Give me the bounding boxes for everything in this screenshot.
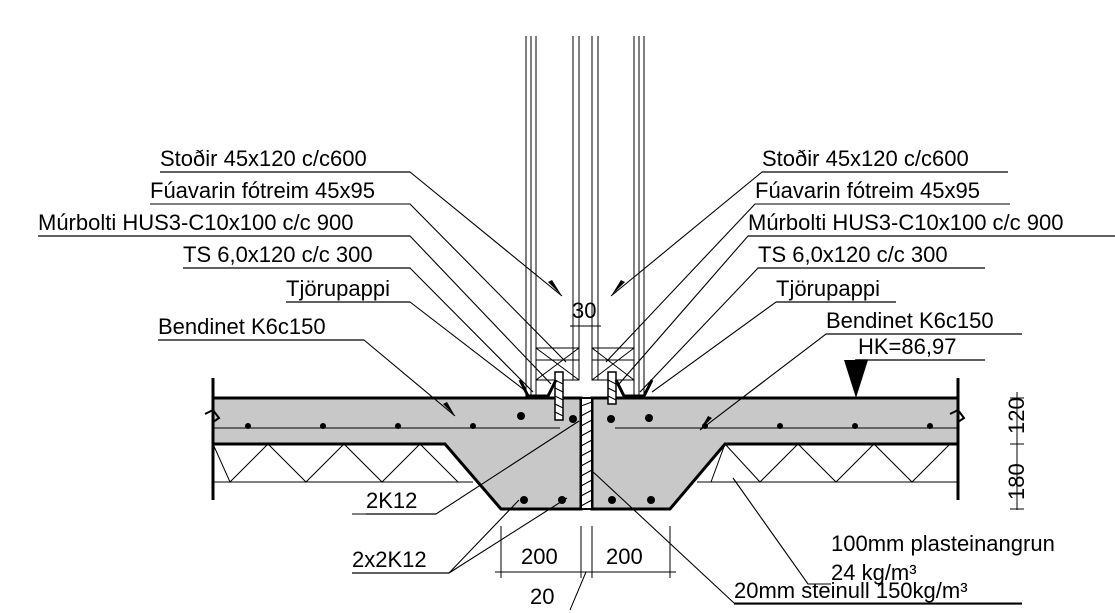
wall-right-studs [591,36,645,398]
dim-text-beam-width-right: 200 [606,544,643,569]
break-symbol-left [204,408,221,423]
label-rebar-2x2k12: 2x2K12 [352,547,427,572]
label-mesh-right: Bendinet K6c150 [826,308,994,333]
rebar-dots [245,412,933,504]
label-ts-left: TS 6,0x120 c/c 300 [183,242,373,267]
dim-vertical [1010,392,1024,510]
label-insulation-line2: 24 kg/m³ [831,560,917,585]
dim-gap-top [570,318,601,332]
label-tarpaper-left: Tjörupappi [286,276,390,301]
wall-left-studs [525,36,580,398]
dim-text-beam-width-left: 200 [521,544,558,569]
label-anchor-left: Múrbolti HUS3-C10x100 c/c 900 [38,210,353,235]
label-level: HK=86,97 [858,334,956,359]
level-marker [844,360,868,398]
label-mesh-left: Bendinet K6c150 [158,314,326,339]
label-studs-left: Stoðir 45x120 c/c600 [160,146,367,171]
label-anchor-right: Múrbolti HUS3-C10x100 c/c 900 [748,210,1063,235]
label-sill-right: Fúavarin fótreim 45x95 [755,178,980,203]
dim-text-gap-top: 30 [572,298,596,323]
label-tarpaper-right: Tjörupappi [776,276,880,301]
dim-text-slab: 120 [1004,397,1029,434]
mineral-wool-hatch [580,401,593,507]
dim-joint-leader [569,571,587,611]
label-studs-right: Stoðir 45x120 c/c600 [762,146,969,171]
label-rebar-2k12: 2K12 [366,488,417,513]
label-mineral-wool: 20mm steinull 150kg/m³ [734,578,968,603]
insulation-left [212,443,473,483]
ts-bracket-right [614,379,654,398]
label-sill-left: Fúavarin fótreim 45x95 [150,178,375,203]
leader-arrowheads [443,280,712,430]
label-insulation-line1: 100mm plasteinangrun [831,531,1055,556]
insulation-right [697,443,958,483]
ts-bracket-left [518,379,558,398]
label-ts-right: TS 6,0x120 c/c 300 [758,242,948,267]
dim-text-beam-depth: 180 [1004,463,1029,500]
anchor-bolt-right [607,371,617,405]
anchor-bolt-left [554,371,564,421]
break-symbol-right [949,408,966,423]
dim-text-joint: 20 [530,584,554,609]
